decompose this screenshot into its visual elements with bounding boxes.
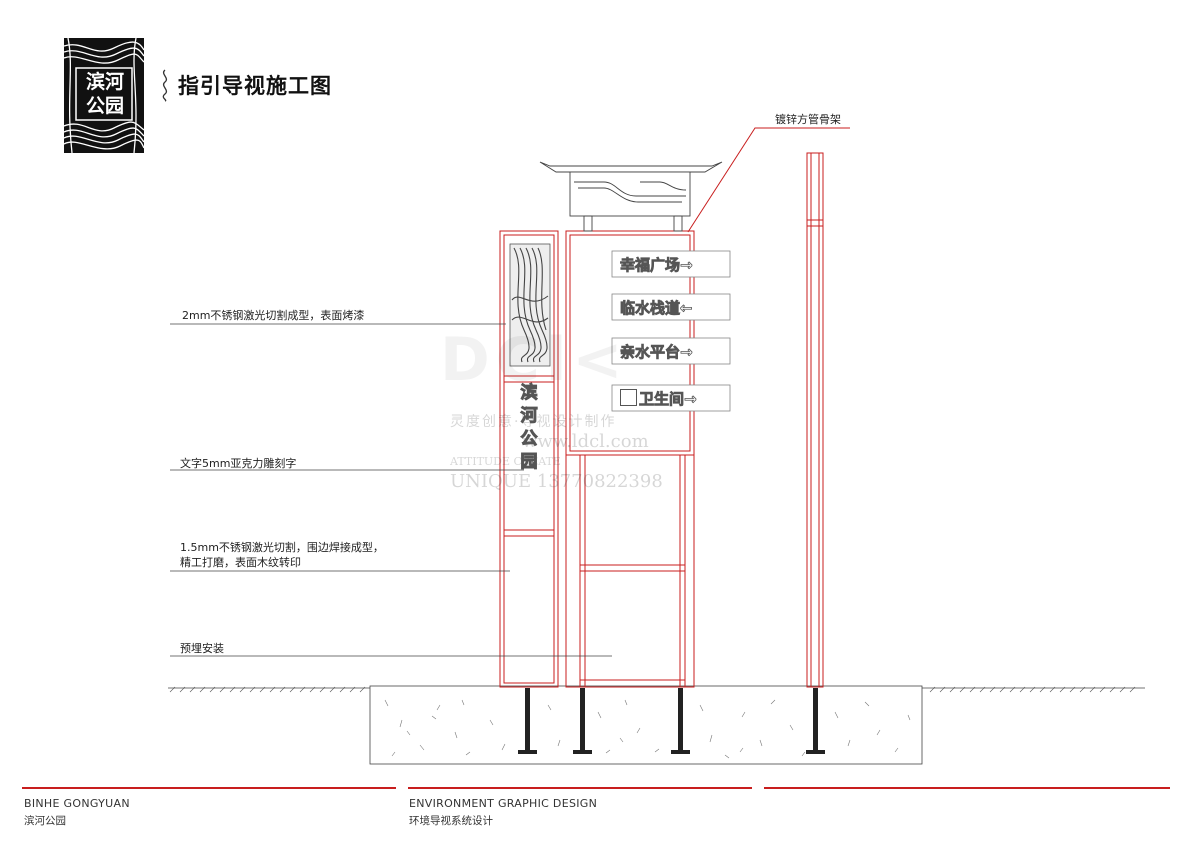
main-sign-frame	[565, 230, 695, 688]
wave-pattern-icon	[63, 37, 145, 154]
direction-plates	[611, 250, 731, 412]
annotation-panel: 2mm不锈钢激光切割成型，表面烤漆	[182, 309, 365, 322]
column-char-3: 公	[520, 429, 538, 450]
column-char-2: 河	[520, 406, 538, 427]
squiggle-icon	[162, 69, 168, 102]
arrow-left-icon: ←	[680, 299, 693, 318]
anchor-bolts	[518, 688, 825, 754]
column-park-name: 滨 河 公 园	[512, 382, 546, 474]
sign-canopy	[539, 161, 723, 232]
frame-leader	[687, 127, 850, 233]
annotation-column: 1.5mm不锈钢激光切割，围边焊接成型， 精工打磨，表面木纹转印	[180, 540, 384, 570]
direction-item: 幸福广场→	[620, 254, 693, 275]
decorative-panel	[509, 243, 551, 367]
column-char-1: 滨	[520, 383, 538, 404]
direction-label: 卫生间	[639, 390, 685, 409]
footer-project-en: BINHE GONGYUAN	[24, 797, 130, 810]
footer-rules	[22, 787, 1170, 789]
watermark-line2: www.ldcl.com	[522, 431, 649, 452]
watermark-mark: DCl<	[440, 325, 629, 395]
logo-text-line2: 公园	[85, 95, 124, 117]
park-logo: 滨河 公园	[63, 37, 145, 154]
footer-discipline-en: ENVIRONMENT GRAPHIC DESIGN	[409, 797, 598, 810]
direction-item: 临水栈道←	[620, 297, 693, 318]
watermark-line4: UNIQUE 13770822398	[450, 471, 663, 492]
watermark-line3: ATTITUDE CREATE	[450, 455, 561, 468]
annotation-install: 预埋安装	[180, 642, 224, 655]
direction-label: 临水栈道	[620, 299, 681, 318]
footer-discipline-cn: 环境导视系统设计	[409, 815, 493, 827]
arrow-right-icon: →	[684, 390, 697, 409]
watermark-line1: 灵度创意·导视设计制作	[450, 414, 617, 430]
annotation-letters: 文字5mm亚克力雕刻字	[180, 457, 297, 470]
annotation-leaders	[170, 323, 612, 657]
restroom-icon	[620, 389, 637, 406]
direction-label: 幸福广场	[620, 256, 681, 275]
frame-post	[806, 152, 824, 688]
direction-label: 亲水平台	[620, 343, 681, 362]
logo-text-line1: 滨河	[85, 71, 124, 93]
footer-project-cn: 滨河公园	[24, 815, 66, 827]
direction-item: 卫生间→	[620, 388, 697, 409]
direction-item: 亲水平台→	[620, 341, 693, 362]
concrete-foundation	[369, 685, 923, 765]
arrow-right-icon: →	[680, 256, 693, 275]
column-char-4: 园	[520, 452, 538, 473]
left-column	[499, 230, 559, 688]
arrow-right-icon: →	[680, 343, 693, 362]
annotation-column-line1: 1.5mm不锈钢激光切割，围边焊接成型，	[180, 541, 384, 554]
watermark: 灵度创意·导视设计制作 www.ldcl.com ATTITUDE CREATE…	[450, 412, 663, 492]
annotation-frame: 镀锌方管骨架	[775, 113, 841, 126]
annotation-column-line2: 精工打磨，表面木纹转印	[180, 556, 301, 569]
page-title: 指引导视施工图	[178, 74, 332, 98]
